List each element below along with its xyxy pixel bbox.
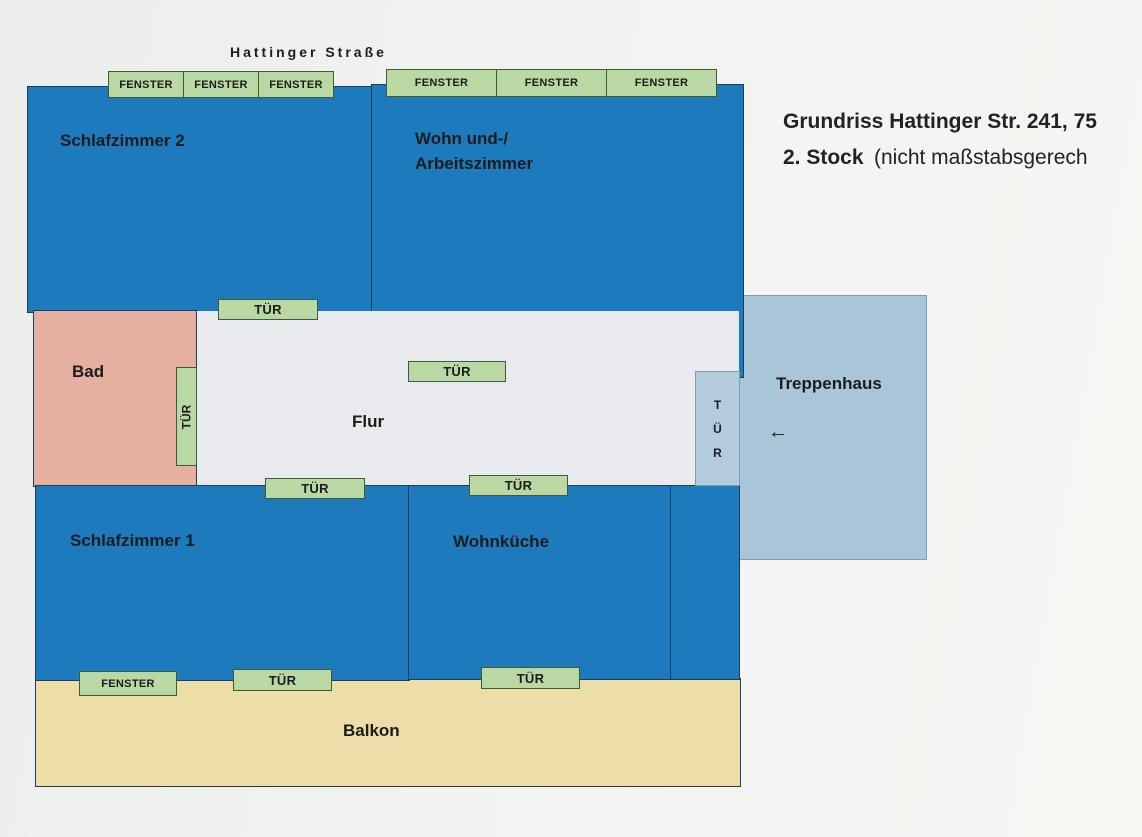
balkon-label: Balkon	[343, 721, 400, 740]
balkon	[35, 678, 741, 787]
door-treppenhaus: T Ü R	[695, 371, 740, 486]
schlafzimmer-2-label: Schlafzimmer 2	[60, 131, 185, 150]
plan-subtitle: 2. Stock (nicht maßstabsgerech	[783, 146, 1088, 170]
door-wohnkueche-balkon: TÜR	[481, 667, 580, 689]
window-schlafzimmer2-1: FENSTER	[108, 71, 184, 98]
wohnkueche-label: Wohnküche	[453, 532, 550, 551]
window-schlafzimmer2-3: FENSTER	[258, 71, 334, 98]
entrance-arrow-icon: ←	[768, 421, 788, 443]
abstellraum	[670, 485, 740, 680]
door-bad: TÜR	[176, 367, 197, 466]
treppenhaus	[739, 295, 927, 560]
door-letter-t: T	[713, 397, 722, 412]
wohnkueche	[408, 485, 672, 680]
floor-label: 2. Stock	[783, 146, 864, 169]
scale-note: (nicht maßstabsgerech	[874, 146, 1088, 169]
door-letter-u: Ü	[713, 421, 722, 436]
door-schlafzimmer1-balkon: TÜR	[233, 669, 332, 691]
schlafzimmer-2	[27, 86, 373, 313]
door-letter-r: R	[713, 445, 722, 460]
wohn-label-line1: Wohn und-/	[415, 129, 509, 148]
window-wohn-1: FENSTER	[386, 69, 497, 97]
door-schlafzimmer1: TÜR	[265, 478, 365, 499]
schlafzimmer-1	[35, 485, 410, 681]
schlafzimmer-1-label: Schlafzimmer 1	[70, 531, 195, 550]
window-schlafzimmer1-balkon: FENSTER	[79, 671, 177, 696]
wohn-arbeitszimmer-label: Wohn und-/ Arbeitszimmer	[415, 126, 533, 176]
window-wohn-2: FENSTER	[496, 69, 607, 97]
flur	[195, 311, 739, 487]
door-wohnkueche: TÜR	[469, 475, 568, 496]
street-name: Hattinger Straße	[230, 44, 387, 60]
treppenhaus-label: Treppenhaus	[776, 374, 882, 393]
door-bad-label: TÜR	[179, 404, 194, 429]
door-wohn-arbeitszimmer: TÜR	[408, 361, 506, 382]
bad	[33, 310, 197, 487]
window-wohn-3: FENSTER	[606, 69, 717, 97]
flur-label: Flur	[352, 412, 385, 431]
window-schlafzimmer2-2: FENSTER	[183, 71, 259, 98]
wohn-label-line2: Arbeitszimmer	[415, 154, 534, 173]
door-schlafzimmer2: TÜR	[218, 299, 318, 320]
plan-title: Grundriss Hattinger Str. 241, 75	[783, 110, 1097, 133]
bad-label: Bad	[72, 362, 105, 381]
